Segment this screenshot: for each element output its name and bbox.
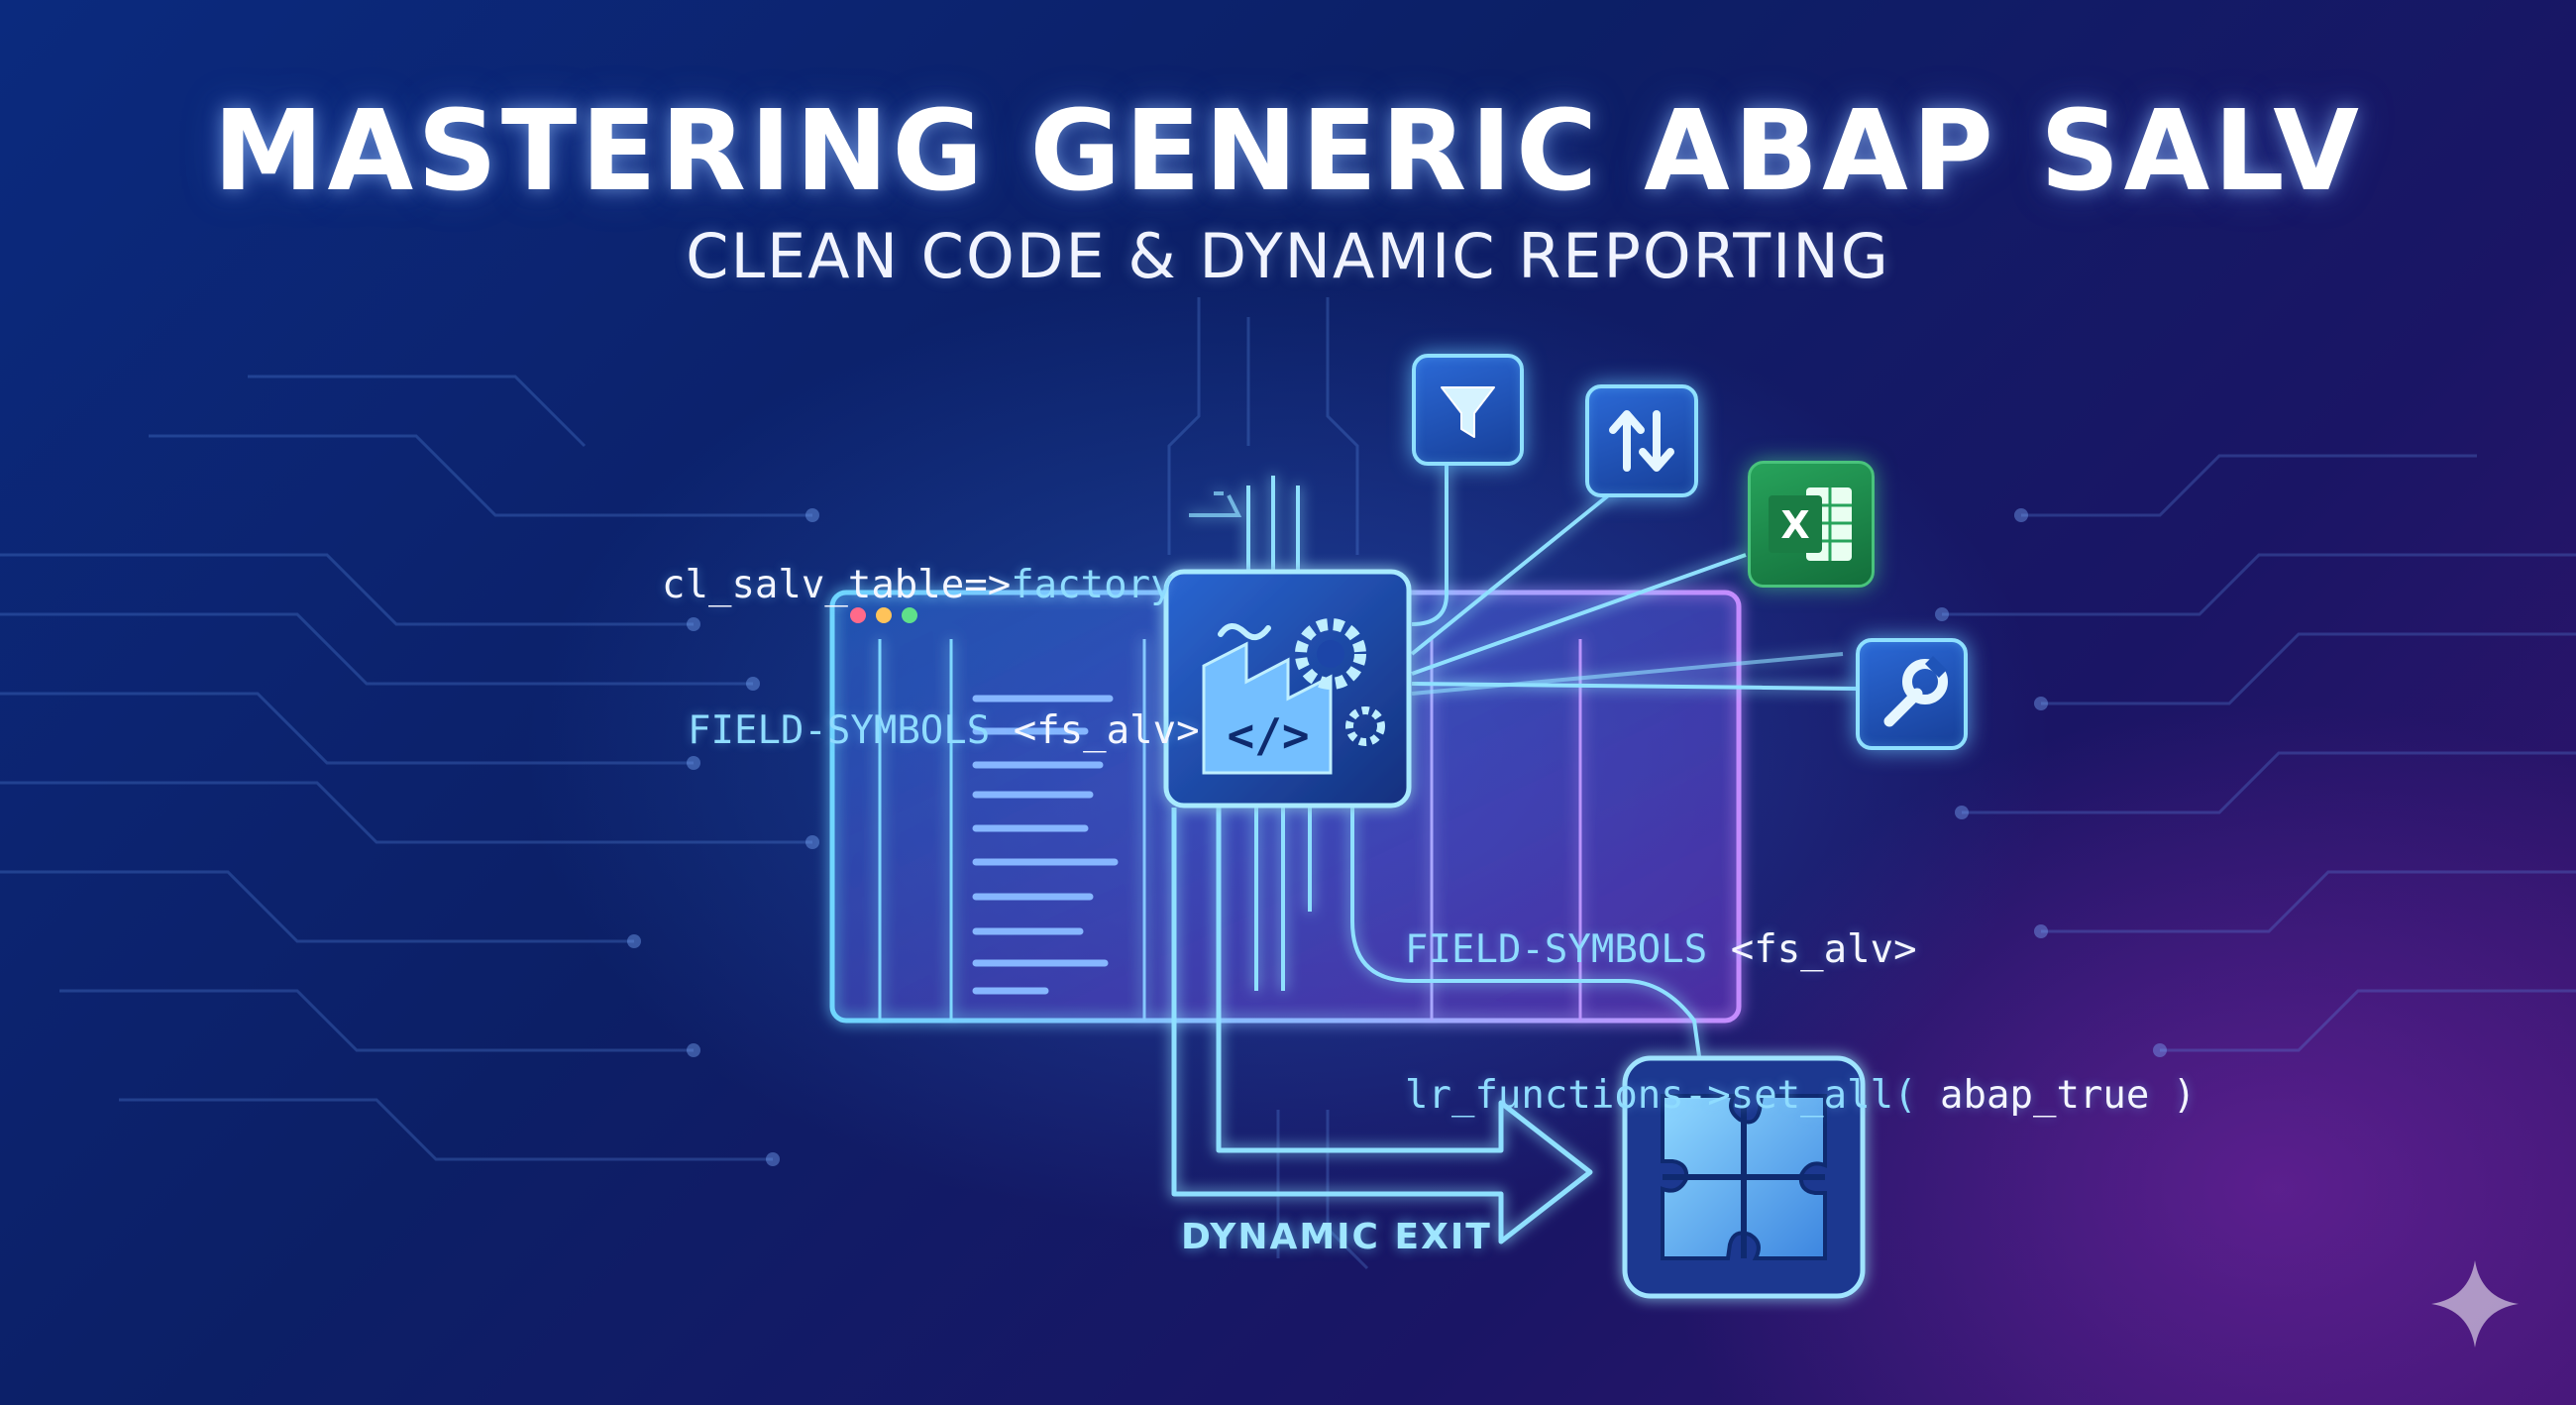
excel-letter: X — [1780, 503, 1809, 547]
sort-button[interactable] — [1585, 384, 1698, 497]
filter-icon — [1441, 386, 1495, 438]
filter-button[interactable] — [1412, 354, 1524, 466]
window-controls — [850, 607, 917, 623]
code-right: FIELD-SYMBOLS <fs_alv> lr_functions->set… — [1405, 838, 2196, 1162]
code-left-line-1: cl_salv_table=>factory — [662, 563, 1174, 607]
page-subtitle: CLEAN CODE & DYNAMIC REPORTING — [686, 220, 1890, 292]
excel-icon: X — [1769, 487, 1852, 561]
svg-text:</>: </> — [1227, 708, 1309, 762]
factory-code-icon: </> — [1202, 618, 1385, 775]
code-right-line-1: FIELD-SYMBOLS <fs_alv> — [1405, 927, 1917, 972]
page-title: MASTERING GENERIC ABAP SALV — [213, 87, 2363, 216]
settings-button[interactable] — [1856, 638, 1968, 750]
sparkle-icon — [2431, 1260, 2519, 1348]
code-left: cl_salv_table=>factory FIELD-SYMBOLS <fs… — [662, 474, 1200, 798]
wrench-icon — [1883, 656, 1948, 727]
dynamic-exit-arrow — [1171, 808, 1593, 1244]
dynamic-exit-label: DYNAMIC EXIT — [1181, 1217, 1492, 1257]
table-row-lines — [972, 695, 1119, 995]
connector-lines — [1189, 461, 1859, 1057]
code-left-line-2: FIELD-SYMBOLS <fs_alv> — [688, 708, 1200, 753]
excel-export-button[interactable]: X — [1748, 461, 1875, 588]
puzzle-icon — [1661, 1094, 1827, 1260]
code-right-line-2: lr_functions->set_all( abap_true ) — [1405, 1073, 2197, 1118]
sort-icon — [1609, 410, 1674, 472]
